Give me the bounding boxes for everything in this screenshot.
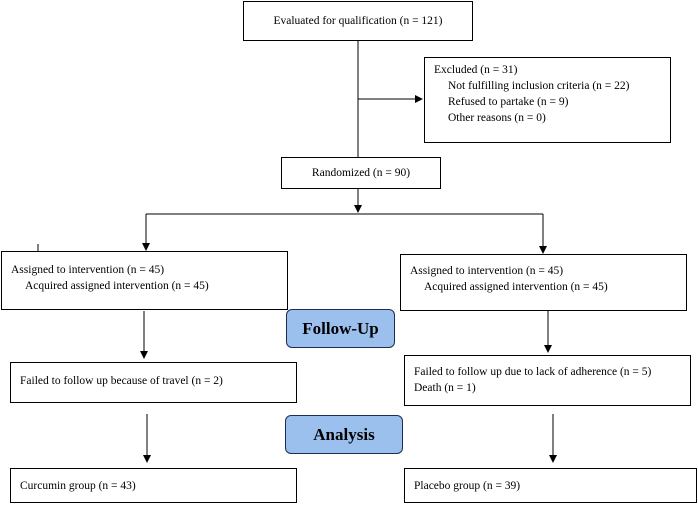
follow-up-label: Follow-Up — [286, 309, 395, 348]
randomized-text: Randomized (n = 90) — [311, 167, 411, 179]
left-followup-box: Failed to follow up because of travel (n… — [10, 362, 297, 403]
eligibility-text: Evaluated for qualification (n = 121) — [273, 15, 443, 27]
excluded-item: Other reasons (n = 0) — [448, 112, 546, 124]
randomized-box: Randomized (n = 90) — [281, 157, 441, 189]
excluded-title: Excluded (n = 31) — [434, 64, 518, 76]
left-allocation-assigned: Assigned to intervention (n = 45) — [11, 264, 165, 276]
left-allocation-box: Assigned to intervention (n = 45) Acquir… — [1, 251, 288, 310]
eligibility-box: Evaluated for qualification (n = 121) — [243, 1, 473, 41]
left-allocation-received: Acquired assigned intervention (n = 45) — [25, 280, 209, 292]
right-allocation-received: Acquired assigned intervention (n = 45) — [424, 281, 608, 293]
left-analysis-box: Curcumin group (n = 43) — [10, 468, 297, 503]
left-analysis-text: Curcumin group (n = 43) — [20, 480, 136, 492]
analysis-label: Analysis — [285, 415, 403, 454]
right-analysis-text: Placebo group (n = 39) — [414, 480, 521, 492]
right-followup-box: Failed to follow up due to lack of adher… — [404, 355, 691, 406]
right-followup-death: Death (n = 1) — [414, 382, 476, 394]
excluded-box: Excluded (n = 31) Not fulfilling inclusi… — [424, 57, 671, 143]
right-analysis-box: Placebo group (n = 39) — [404, 468, 697, 503]
left-followup-text: Failed to follow up because of travel (n… — [20, 375, 223, 387]
right-allocation-assigned: Assigned to intervention (n = 45) — [410, 265, 564, 277]
excluded-item: Refused to partake (n = 9) — [448, 96, 569, 108]
right-followup-adherence: Failed to follow up due to lack of adher… — [414, 366, 652, 378]
right-allocation-box: Assigned to intervention (n = 45) Acquir… — [400, 254, 687, 311]
excluded-item: Not fulfilling inclusion criteria (n = 2… — [448, 80, 630, 92]
